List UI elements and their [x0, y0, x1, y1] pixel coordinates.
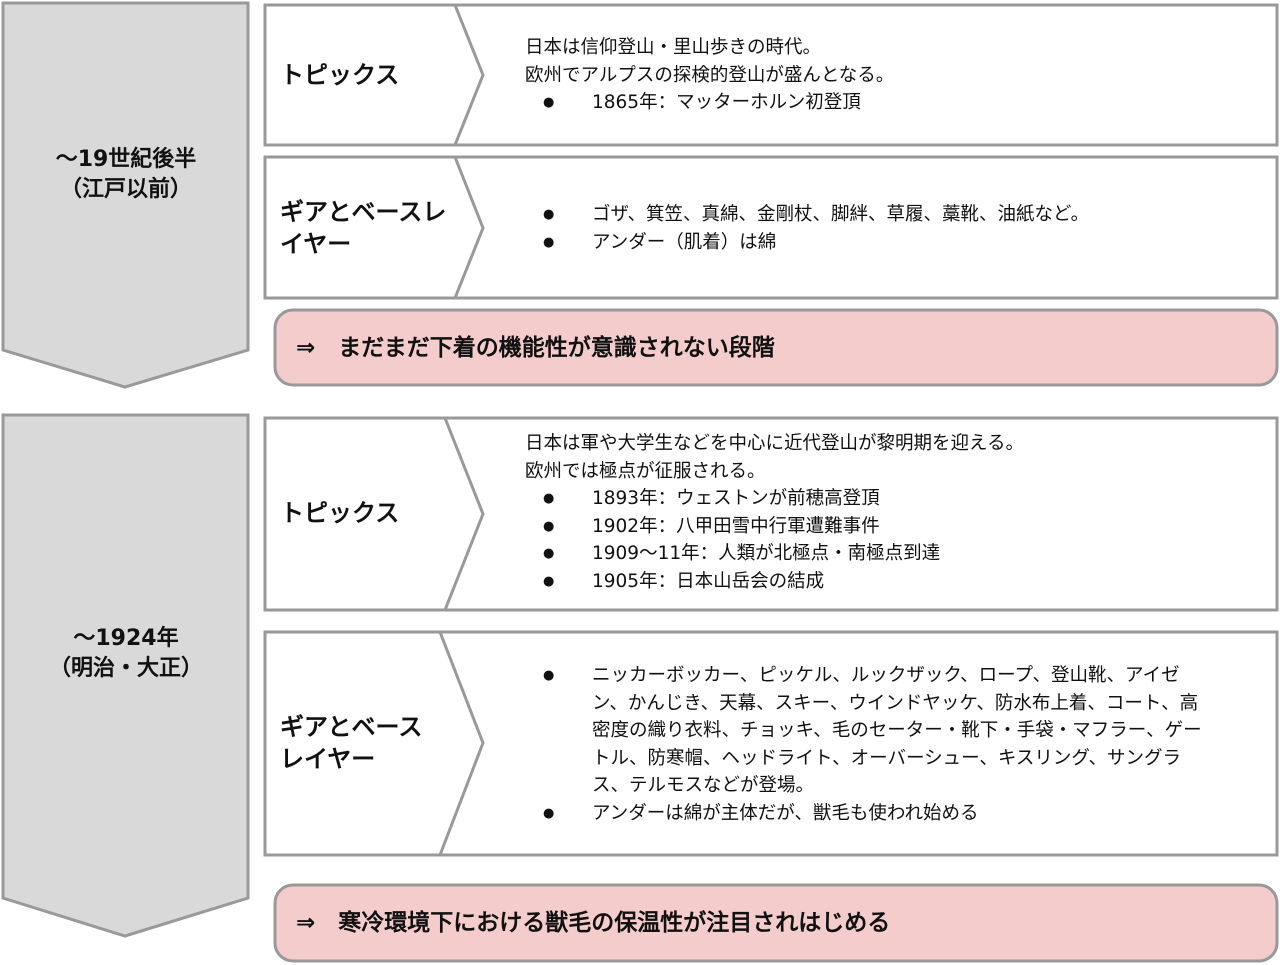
topics-label-2: トピックス: [280, 499, 400, 527]
bullet-item: ニッカーボッカー、ピッケル、ルックザック、ロープ、登山靴、アイゼン、かんじき、天…: [525, 662, 1215, 800]
bullet-item: 1909～11年：人類が北極点・南極点到達: [525, 540, 1260, 568]
conclusion-box-2: [273, 883, 1279, 963]
bullet-item: 1893年：ウェストンが前穂高登頂: [525, 485, 1260, 513]
conclusion-box-1: [273, 308, 1279, 387]
era-period: ～19世紀後半: [55, 147, 197, 172]
era-label-2: ～1924年 （明治・大正）: [2, 624, 250, 684]
era-label-1: ～19世紀後半 （江戸以前）: [2, 145, 250, 205]
bullet-item: アンダーは綿が主体だが、獣毛も使われ始める: [525, 800, 1215, 828]
topics-line: 欧州では極点が征服される。: [525, 460, 766, 482]
gear-label-1: ギアとベースレイヤー: [280, 198, 447, 258]
era-subtitle: （江戸以前）: [59, 177, 192, 202]
gear-text-1: ゴザ、箕笠、真綿、金剛杖、脚絆、草履、藁靴、油紙など。 アンダー（肌着）は綿: [525, 201, 1260, 256]
chevron-2b: [438, 631, 485, 856]
chevron-1a: [453, 4, 485, 146]
era-subtitle: （明治・大正）: [48, 656, 203, 681]
gear-text-2: ニッカーボッカー、ピッケル、ルックザック、ロープ、登山靴、アイゼン、かんじき、天…: [525, 662, 1215, 827]
era-arrow-1: [1, 1, 250, 389]
bullet-item: アンダー（肌着）は綿: [525, 229, 1260, 257]
bullet-item: 1905年：日本山岳会の結成: [525, 568, 1260, 596]
era-period: ～1924年: [73, 626, 179, 651]
topics-text-2: 日本は軍や大学生などを中心に近代登山が黎明期を迎える。 欧州では極点が征服される…: [525, 430, 1260, 595]
conclusion-text-1: ⇒ まだまだ下着の機能性が意識されない段階: [296, 335, 775, 361]
topics-box-1: [263, 3, 1279, 147]
chevron-1b: [453, 156, 485, 299]
bullet-item: ゴザ、箕笠、真綿、金剛杖、脚絆、草履、藁靴、油紙など。: [525, 201, 1260, 229]
era-arrow-2: [1, 413, 250, 938]
gear-label-2: ギアとベースレイヤー: [280, 713, 423, 773]
topics-line: 日本は軍や大学生などを中心に近代登山が黎明期を迎える。: [525, 433, 1024, 454]
chevron-2a: [443, 417, 485, 611]
conclusion-text-2: ⇒ 寒冷環境下における獣毛の保温性が注目されはじめる: [296, 910, 891, 936]
bullet-item: 1902年：八甲田雪中行軍遭難事件: [525, 513, 1260, 541]
topics-text-1: 日本は信仰登山・里山歩きの時代。 欧州でアルプスの探検的登山が盛んとなる。 18…: [525, 34, 1260, 117]
topics-label-1: トピックス: [280, 61, 400, 89]
topics-line: 欧州でアルプスの探検的登山が盛んとなる。: [525, 64, 895, 86]
bullet-item: 1865年：マッターホルン初登頂: [525, 89, 1260, 117]
topics-line: 日本は信仰登山・里山歩きの時代。: [525, 37, 822, 58]
